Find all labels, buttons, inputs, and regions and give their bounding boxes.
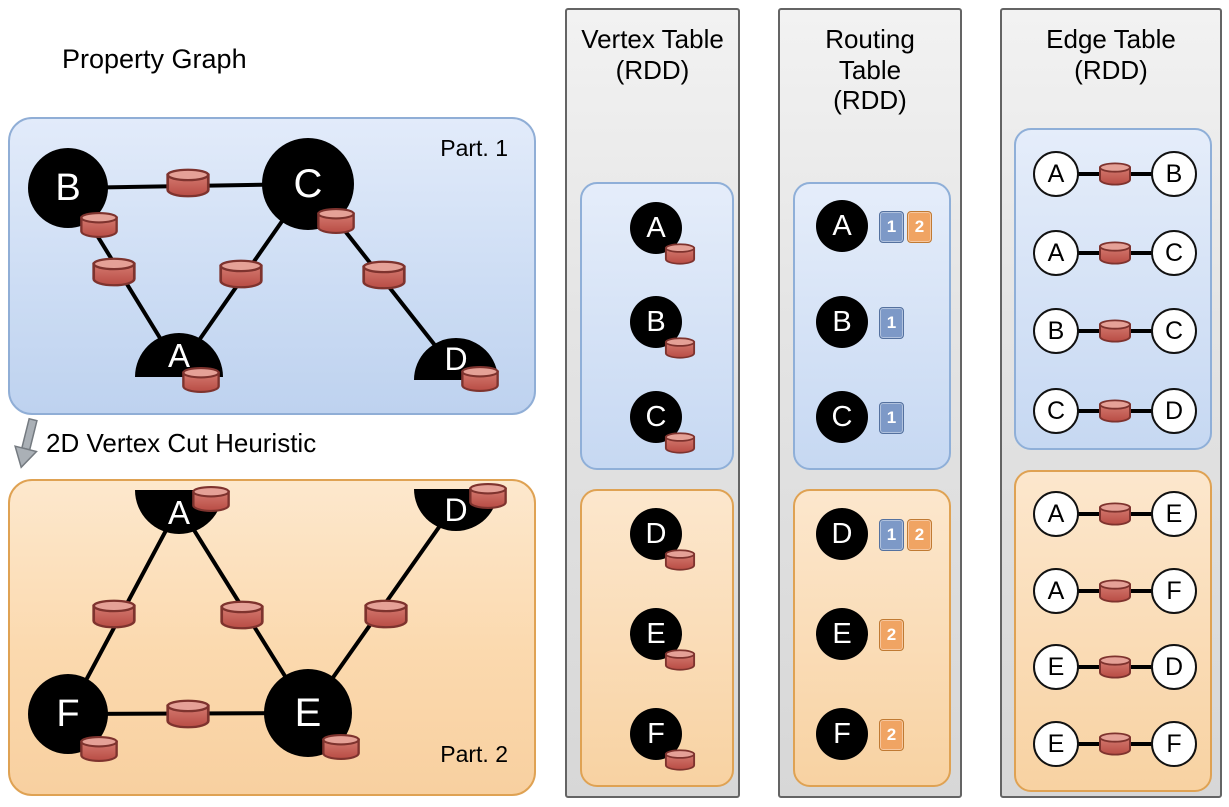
routing-table-partition-1: A 1 2 B 1 C 1 [793, 182, 951, 470]
edge-src-vertex: B [1033, 308, 1079, 354]
edge-table-row: A E [1033, 491, 1197, 537]
edge-dst-vertex: F [1151, 721, 1197, 767]
partition-badge-2: 2 [879, 619, 904, 651]
vertex-table-partition-2: D E F [580, 489, 734, 787]
partition-badge-1: 1 [879, 307, 904, 339]
vertex-property-cylinder-icon [664, 432, 696, 454]
vertex-property-cylinder-icon [80, 735, 118, 763]
vertex-table-title: Vertex Table (RDD) [567, 10, 738, 85]
routing-vertex: C [816, 391, 868, 443]
partition-1-label: Part. 1 [440, 135, 508, 161]
property-graph-title: Property Graph [62, 44, 247, 74]
edge-src-vertex: A [1033, 568, 1079, 614]
edge-table-row: E F [1033, 721, 1197, 767]
edge-table-column: Edge Table (RDD) A B A C B C [1000, 8, 1222, 798]
edge-dst-vertex: E [1151, 491, 1197, 537]
partition-badge-2: 2 [879, 719, 904, 751]
edge-property-cylinder-icon [1099, 399, 1131, 423]
edge-table-row: A C [1033, 230, 1197, 276]
edge-property-cylinder-icon [220, 600, 264, 630]
partition-badge-1: 1 [879, 519, 904, 551]
edge-src-vertex: C [1033, 388, 1079, 434]
edge-table-row: A B [1033, 151, 1197, 197]
vertex-property-cylinder-icon [80, 211, 118, 239]
edge-table-partition-1: A B A C B C C D [1014, 128, 1212, 450]
edge-property-cylinder-icon [166, 699, 210, 729]
vertex-property-cylinder-icon [461, 365, 499, 393]
vertex-property-cylinder-icon [664, 337, 696, 359]
edge-dst-vertex: D [1151, 644, 1197, 690]
edge-property-cylinder-icon [219, 259, 263, 289]
partition-badge-2: 2 [907, 519, 932, 551]
edge-property-cylinder-icon [92, 599, 136, 629]
vertex-table-title-line2: (RDD) [615, 54, 690, 85]
vertex-entry: E [630, 608, 682, 660]
vertex-property-cylinder-icon [322, 733, 360, 761]
routing-table-column: Routing Table (RDD) A 1 2 B 1 C 1 D 1 2 … [778, 8, 962, 798]
edge-property-cylinder-icon [1099, 502, 1131, 526]
edge-table-title-line1: Edge Table [1046, 24, 1176, 54]
edge-table-row: C D [1033, 388, 1197, 434]
routing-vertex: F [816, 708, 868, 760]
routing-table-title-line3: (RDD) [833, 85, 907, 116]
vertex-property-cylinder-icon [664, 649, 696, 671]
edge-table-partition-2: A E A F E D E F [1014, 470, 1212, 792]
edge-table-row: A F [1033, 568, 1197, 614]
vertex-F: F [28, 674, 108, 754]
edge-dst-vertex: C [1151, 308, 1197, 354]
vertex-property-cylinder-icon [192, 485, 230, 513]
edge-property-cylinder-icon [1099, 162, 1131, 186]
routing-vertex: D [816, 508, 868, 560]
edge-property-cylinder-icon [1099, 655, 1131, 679]
partition-badge-1: 1 [879, 211, 904, 243]
vertex-cut-heuristic-label: 2D Vertex Cut Heuristic [46, 428, 317, 458]
edge-property-cylinder-icon [92, 257, 136, 287]
edge-src-vertex: A [1033, 230, 1079, 276]
edge-src-vertex: E [1033, 644, 1079, 690]
edge-table-title: Edge Table (RDD) [1002, 10, 1220, 85]
vertex-property-cylinder-icon [182, 366, 220, 394]
edge-dst-vertex: B [1151, 151, 1197, 197]
vertex-table-title-line1: Vertex Table [581, 24, 724, 54]
edge-table-row: E D [1033, 644, 1197, 690]
edge-src-vertex: A [1033, 151, 1079, 197]
partition-2-label: Part. 2 [440, 741, 508, 767]
routing-vertex: E [816, 608, 868, 660]
vertex-entry: C [630, 391, 682, 443]
edge-property-cylinder-icon [1099, 579, 1131, 603]
routing-vertex: B [816, 296, 868, 348]
routing-vertex: A [816, 200, 868, 252]
vertex-table-column: Vertex Table (RDD) A B C D E F [565, 8, 740, 798]
partition-1-box: B C A D Part. 1 [8, 117, 536, 415]
edge-property-cylinder-icon [1099, 732, 1131, 756]
edge-dst-vertex: C [1151, 230, 1197, 276]
routing-table-title: Routing Table (RDD) [780, 10, 960, 116]
routing-table-title-line1: Routing [825, 24, 915, 54]
vertex-property-cylinder-icon [469, 482, 507, 510]
edge-table-title-line2: (RDD) [1074, 54, 1148, 85]
vertex-property-cylinder-icon [664, 749, 696, 771]
partition-badge-2: 2 [907, 211, 932, 243]
vertex-property-cylinder-icon [664, 243, 696, 265]
edge-dst-vertex: D [1151, 388, 1197, 434]
vertex-table-partition-1: A B C [580, 182, 734, 470]
edge-property-cylinder-icon [362, 260, 406, 290]
edge-property-cylinder-icon [1099, 241, 1131, 265]
routing-table-title-line2: Table [838, 54, 902, 85]
vertex-property-cylinder-icon [664, 549, 696, 571]
edge-src-vertex: E [1033, 721, 1079, 767]
edge-src-vertex: A [1033, 491, 1079, 537]
edge-property-cylinder-icon [166, 168, 210, 198]
edge-table-row: B C [1033, 308, 1197, 354]
edge-property-cylinder-icon [364, 599, 408, 629]
partition-2-box: A D F E Part. 2 [8, 479, 536, 796]
vertex-property-cylinder-icon [317, 207, 355, 235]
routing-table-partition-2: D 1 2 E 2 F 2 [793, 489, 951, 787]
partition-badge-1: 1 [879, 402, 904, 434]
edge-property-cylinder-icon [1099, 319, 1131, 343]
edge-dst-vertex: F [1151, 568, 1197, 614]
vertex-cut-arrow-icon [14, 417, 38, 469]
